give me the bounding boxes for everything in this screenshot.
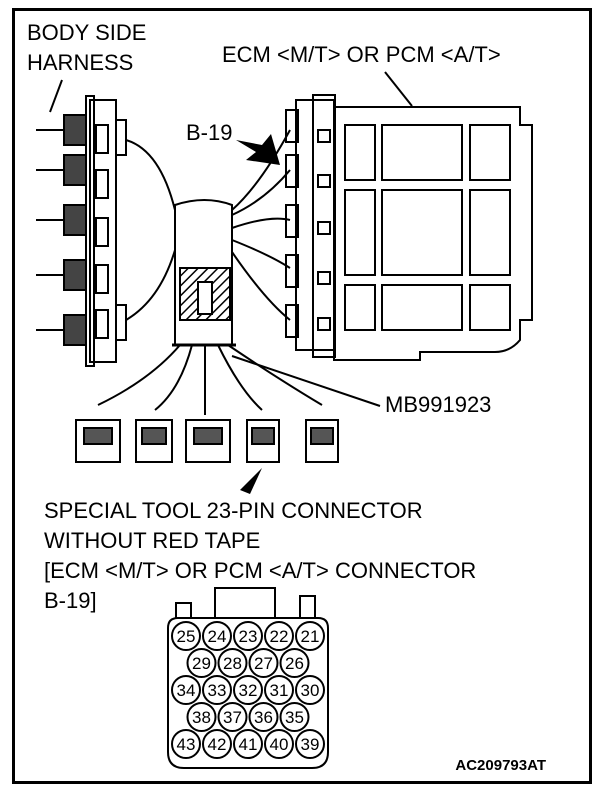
pin-25-circle: [171, 621, 201, 651]
pin-37-circle: [217, 702, 248, 732]
pin-26-circle: [279, 648, 310, 678]
pin-33-label: 33: [208, 681, 227, 700]
tool-connectors: [75, 419, 339, 463]
body-side-harness-label-line1: BODY SIDE: [27, 20, 146, 45]
tool-number-label: MB991923: [385, 392, 491, 417]
body-side-harness-label-line2: HARNESS: [27, 50, 133, 75]
caption-line1: SPECIAL TOOL 23-PIN CONNECTOR: [44, 498, 423, 523]
pin-39-circle: [295, 729, 325, 759]
caption-line3: [ECM <M/T> OR PCM <A/T> CONNECTOR: [44, 558, 476, 583]
pin-43-circle: [171, 729, 201, 759]
caption-line4: B-19]: [44, 588, 97, 613]
pin-24-circle: [202, 621, 232, 651]
tool-pointer-arrow-icon: [240, 468, 262, 494]
pin-28-label: 28: [223, 654, 242, 673]
pin-43-label: 43: [177, 735, 196, 754]
pin-22-circle: [264, 621, 294, 651]
pin-35-circle: [279, 702, 310, 732]
body-harness-leader: [49, 79, 63, 113]
pin-grid: 25 24 23 22 21 29 28 27 26 34 33 32 31 30 38 37 36 35 43 42…: [171, 621, 325, 759]
pin-42-label: 42: [208, 735, 227, 754]
pin-33-circle: [202, 675, 232, 705]
pin-25-label: 25: [177, 627, 196, 646]
pin-30-label: 30: [301, 681, 320, 700]
body-side-harness-connectors: [36, 95, 127, 367]
pin-29-circle: [186, 648, 217, 678]
pin-27-label: 27: [254, 654, 273, 673]
pin-37-label: 37: [223, 708, 242, 727]
pin-38-circle: [186, 702, 217, 732]
pin-39-label: 39: [301, 735, 320, 754]
pin-40-label: 40: [270, 735, 289, 754]
pin-36-circle: [248, 702, 279, 732]
pin-26-label: 26: [285, 654, 304, 673]
figure-code: AC209793AT: [455, 757, 546, 774]
b19-label: B-19: [186, 120, 232, 145]
pin-32-circle: [233, 675, 263, 705]
pin-31-label: 31: [270, 681, 289, 700]
pin-22-label: 22: [270, 627, 289, 646]
ecm-pcm-label: ECM <M/T> OR PCM <A/T>: [222, 42, 501, 67]
pin-42-circle: [202, 729, 232, 759]
pin-24-label: 24: [208, 627, 227, 646]
b19-arrow-icon: [236, 134, 280, 165]
pin-41-label: 41: [239, 735, 258, 754]
pin-21-label: 21: [301, 627, 320, 646]
pin-30-circle: [295, 675, 325, 705]
pin-23-circle: [233, 621, 263, 651]
pin-35-label: 35: [285, 708, 304, 727]
figure-frame: [12, 8, 592, 784]
pin-27-circle: [248, 648, 279, 678]
pin-41-circle: [233, 729, 263, 759]
pin-31-circle: [264, 675, 294, 705]
pin-34-circle: [171, 675, 201, 705]
pin-28-circle: [217, 648, 248, 678]
caption-line2: WITHOUT RED TAPE: [44, 528, 260, 553]
pin-38-label: 38: [192, 708, 211, 727]
pin-21-circle: [295, 621, 325, 651]
pin-29-label: 29: [192, 654, 211, 673]
pin-34-label: 34: [177, 681, 196, 700]
harness-trunk: [97, 129, 323, 415]
ecm-pcm-unit: [285, 94, 533, 361]
pin-36-label: 36: [254, 708, 273, 727]
ecm-leader: [384, 71, 413, 107]
pin-23-label: 23: [239, 627, 258, 646]
pin-40-circle: [264, 729, 294, 759]
pin-32-label: 32: [239, 681, 258, 700]
